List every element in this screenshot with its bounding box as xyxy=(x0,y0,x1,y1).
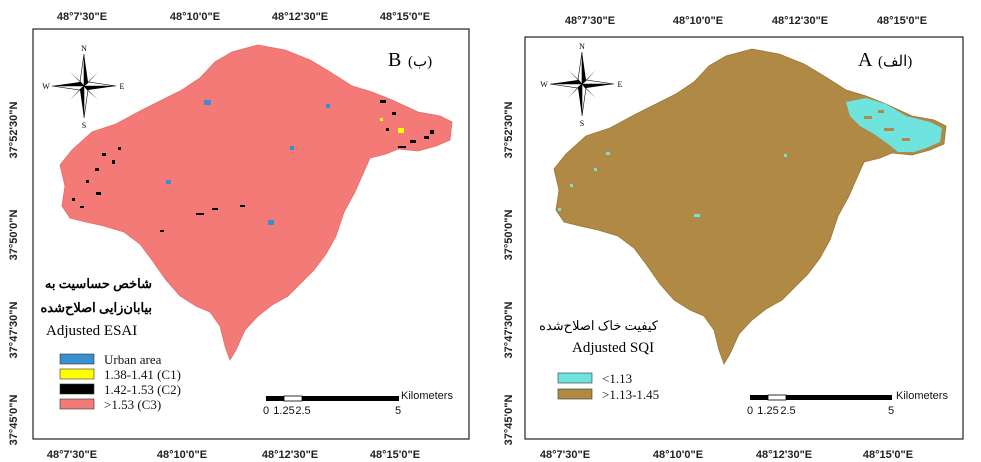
legend-label-high: >1.13-1.45 xyxy=(602,387,659,402)
compass-a: N S E W xyxy=(540,42,622,128)
coord-side-a-2: 37°50'0"N xyxy=(503,210,515,261)
sqi-map-group xyxy=(553,48,947,365)
c2-patches xyxy=(72,100,434,232)
urban-patches xyxy=(166,100,330,225)
coord-bottom-a-3: 48°12'30"E xyxy=(756,449,812,461)
c1-patches xyxy=(380,118,404,133)
scale-a-tick-2: 2.5 xyxy=(780,405,795,417)
esai-title-en: Adjusted ESAI xyxy=(46,323,137,339)
coord-top-a-2: 48°10'0"E xyxy=(673,15,723,27)
legend-label-c2: 1.42-1.53 (C2) xyxy=(104,382,181,397)
legend-swatch-c3 xyxy=(59,398,95,410)
coord-bottom-b-1: 48°7'30"E xyxy=(47,449,97,461)
coord-top-b-3: 48°12'30"E xyxy=(272,11,328,23)
coord-top-a-1: 48°7'30"E xyxy=(565,15,615,27)
coord-top-b-2: 48°10'0"E xyxy=(170,11,220,23)
coord-top-a-4: 48°15'0"E xyxy=(877,15,927,27)
coord-bottom-b-4: 48°15'0"E xyxy=(370,449,420,461)
coord-side-a-3: 37°47'30"N xyxy=(503,302,515,359)
sqi-title-en: Adjusted SQI xyxy=(572,340,654,356)
coord-side-b-2: 37°50'0"N xyxy=(8,210,20,261)
legend-swatch-low xyxy=(557,372,593,384)
coord-bottom-b-3: 48°12'30"E xyxy=(262,449,318,461)
compass-a-n: N xyxy=(579,42,585,51)
legend-label-urban: Urban area xyxy=(104,352,162,367)
scale-b-tick-2: 2.5 xyxy=(295,405,310,417)
panel-a: 48°7'30"E 48°10'0"E 48°12'30"E 48°15'0"E… xyxy=(503,15,964,461)
scale-b-tick-3: 5 xyxy=(395,405,401,417)
scale-b-unit: Kilometers xyxy=(401,390,453,402)
coord-side-b-3: 37°47'30"N xyxy=(8,302,20,359)
scale-bar-b: Kilometers 0 1.25 2.5 5 xyxy=(263,390,454,417)
coord-top-b-4: 48°15'0"E xyxy=(380,11,430,23)
scale-a-tick-3: 5 xyxy=(888,405,894,417)
coord-bottom-a-1: 48°7'30"E xyxy=(540,449,590,461)
esai-legend: Urban area 1.38-1.41 (C1) 1.42-1.53 (C2)… xyxy=(59,352,181,412)
scale-b-tick-1: 1.25 xyxy=(273,405,294,417)
coord-side-b-1: 37°52'30"N xyxy=(8,102,20,159)
panel-b-label: B xyxy=(388,49,401,71)
compass-a-e: E xyxy=(618,80,623,89)
panel-b-label-fa: (ب) xyxy=(408,54,432,70)
coord-side-a-4: 37°45'0"N xyxy=(503,395,515,446)
panel-b: 48°7'30"E 48°10'0"E 48°12'30"E 48°15'0"E… xyxy=(8,11,470,461)
compass-b-w: W xyxy=(42,82,50,91)
legend-label-c1: 1.38-1.41 (C1) xyxy=(104,367,181,382)
legend-swatch-urban xyxy=(59,353,95,365)
esai-title-fa-1: شاخص حساسیت به xyxy=(45,276,152,292)
legend-swatch-c2 xyxy=(59,383,95,395)
sqi-legend: <1.13 >1.13-1.45 xyxy=(557,371,659,402)
coord-top-a-3: 48°12'30"E xyxy=(772,15,828,27)
legend-label-c3: >1.53 (C3) xyxy=(104,397,161,412)
compass-b-e: E xyxy=(120,82,125,91)
esai-title-fa-2: بیابان‌زایی اصلاح‌شده xyxy=(40,300,152,316)
legend-swatch-c1 xyxy=(59,368,95,380)
scale-b-tick-0: 0 xyxy=(263,405,269,417)
legend-swatch-high xyxy=(557,388,593,400)
compass-a-w: W xyxy=(540,80,548,89)
coord-bottom-a-4: 48°15'0"E xyxy=(863,449,913,461)
compass-b: N S E W xyxy=(42,44,124,130)
scale-a-tick-1: 1.25 xyxy=(757,405,778,417)
compass-b-s: S xyxy=(82,121,86,130)
coord-bottom-a-2: 48°10'0"E xyxy=(653,449,703,461)
scale-a-unit: Kilometers xyxy=(896,390,948,402)
sqi-title-fa: کیفیت خاک اصلاح‌شده xyxy=(539,318,659,334)
panel-a-label: A xyxy=(858,49,873,71)
coord-bottom-b-2: 48°10'0"E xyxy=(157,449,207,461)
panel-a-label-fa: (الف) xyxy=(878,54,912,70)
legend-label-low: <1.13 xyxy=(602,371,632,386)
compass-b-n: N xyxy=(81,44,87,53)
sqi-interior-gaps xyxy=(864,110,910,141)
coord-side-b-4: 37°45'0"N xyxy=(8,395,20,446)
coord-top-b-1: 48°7'30"E xyxy=(57,11,107,23)
scale-bar-a: Kilometers 0 1.25 2.5 5 xyxy=(747,390,949,417)
low-sqi-patches xyxy=(558,98,942,217)
compass-a-s: S xyxy=(580,119,584,128)
scale-a-tick-0: 0 xyxy=(747,405,753,417)
coord-side-a-1: 37°52'30"N xyxy=(503,102,515,159)
